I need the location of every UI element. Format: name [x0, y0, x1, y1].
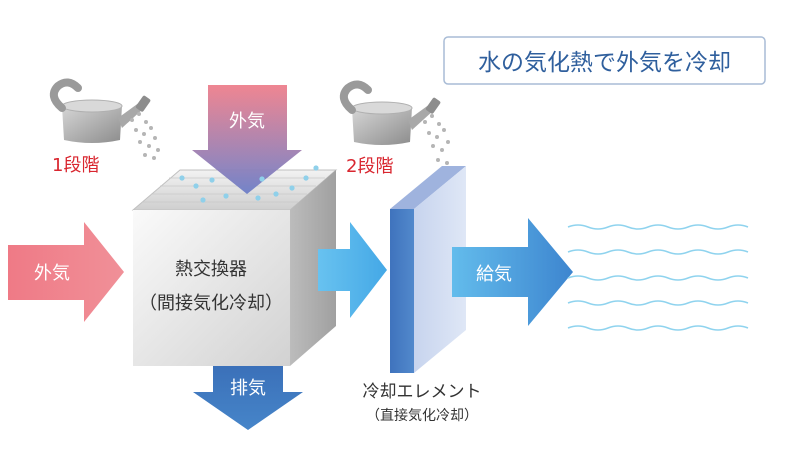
exhaust-label: 排気 [230, 378, 266, 399]
outside-air-top-label: 外気 [229, 111, 265, 132]
wave-lines-icon [567, 224, 749, 331]
watering-can-icon [49, 78, 151, 143]
outside-air-left-label: 外気 [34, 263, 70, 284]
watering-can-icon [339, 80, 441, 145]
outside-air-top-arrow: 外気 [192, 85, 302, 194]
diagram-title: 水の気化熱で外気を冷却 [478, 50, 731, 76]
outside-air-left-arrow: 外気 [8, 222, 124, 322]
supply-air-arrow: 給気 [452, 218, 573, 326]
stage-1-label: 1段階 [52, 155, 99, 176]
cooling-element-sublabel: （直接気化冷却） [366, 407, 478, 424]
supply-air-label: 給気 [476, 264, 512, 285]
cooling-element-label: 冷却エレメント [363, 382, 482, 402]
water-droplets-icon [179, 165, 319, 203]
heat-exchanger-label: 熱交換器 [175, 259, 247, 280]
title-box: 水の気化熱で外気を冷却 [443, 36, 766, 85]
exhaust-arrow: 排気 [193, 362, 303, 430]
cooled-air-arrow [318, 222, 387, 318]
cooling-element-panel [390, 166, 466, 373]
water-droplets-icon [423, 114, 450, 165]
heat-exchanger-cube: 熱交換器 （間接気化冷却） [131, 169, 338, 366]
stage-2-label: 2段階 [346, 156, 393, 177]
heat-exchanger-sublabel: （間接気化冷却） [139, 293, 283, 314]
water-droplets-icon [130, 112, 160, 160]
